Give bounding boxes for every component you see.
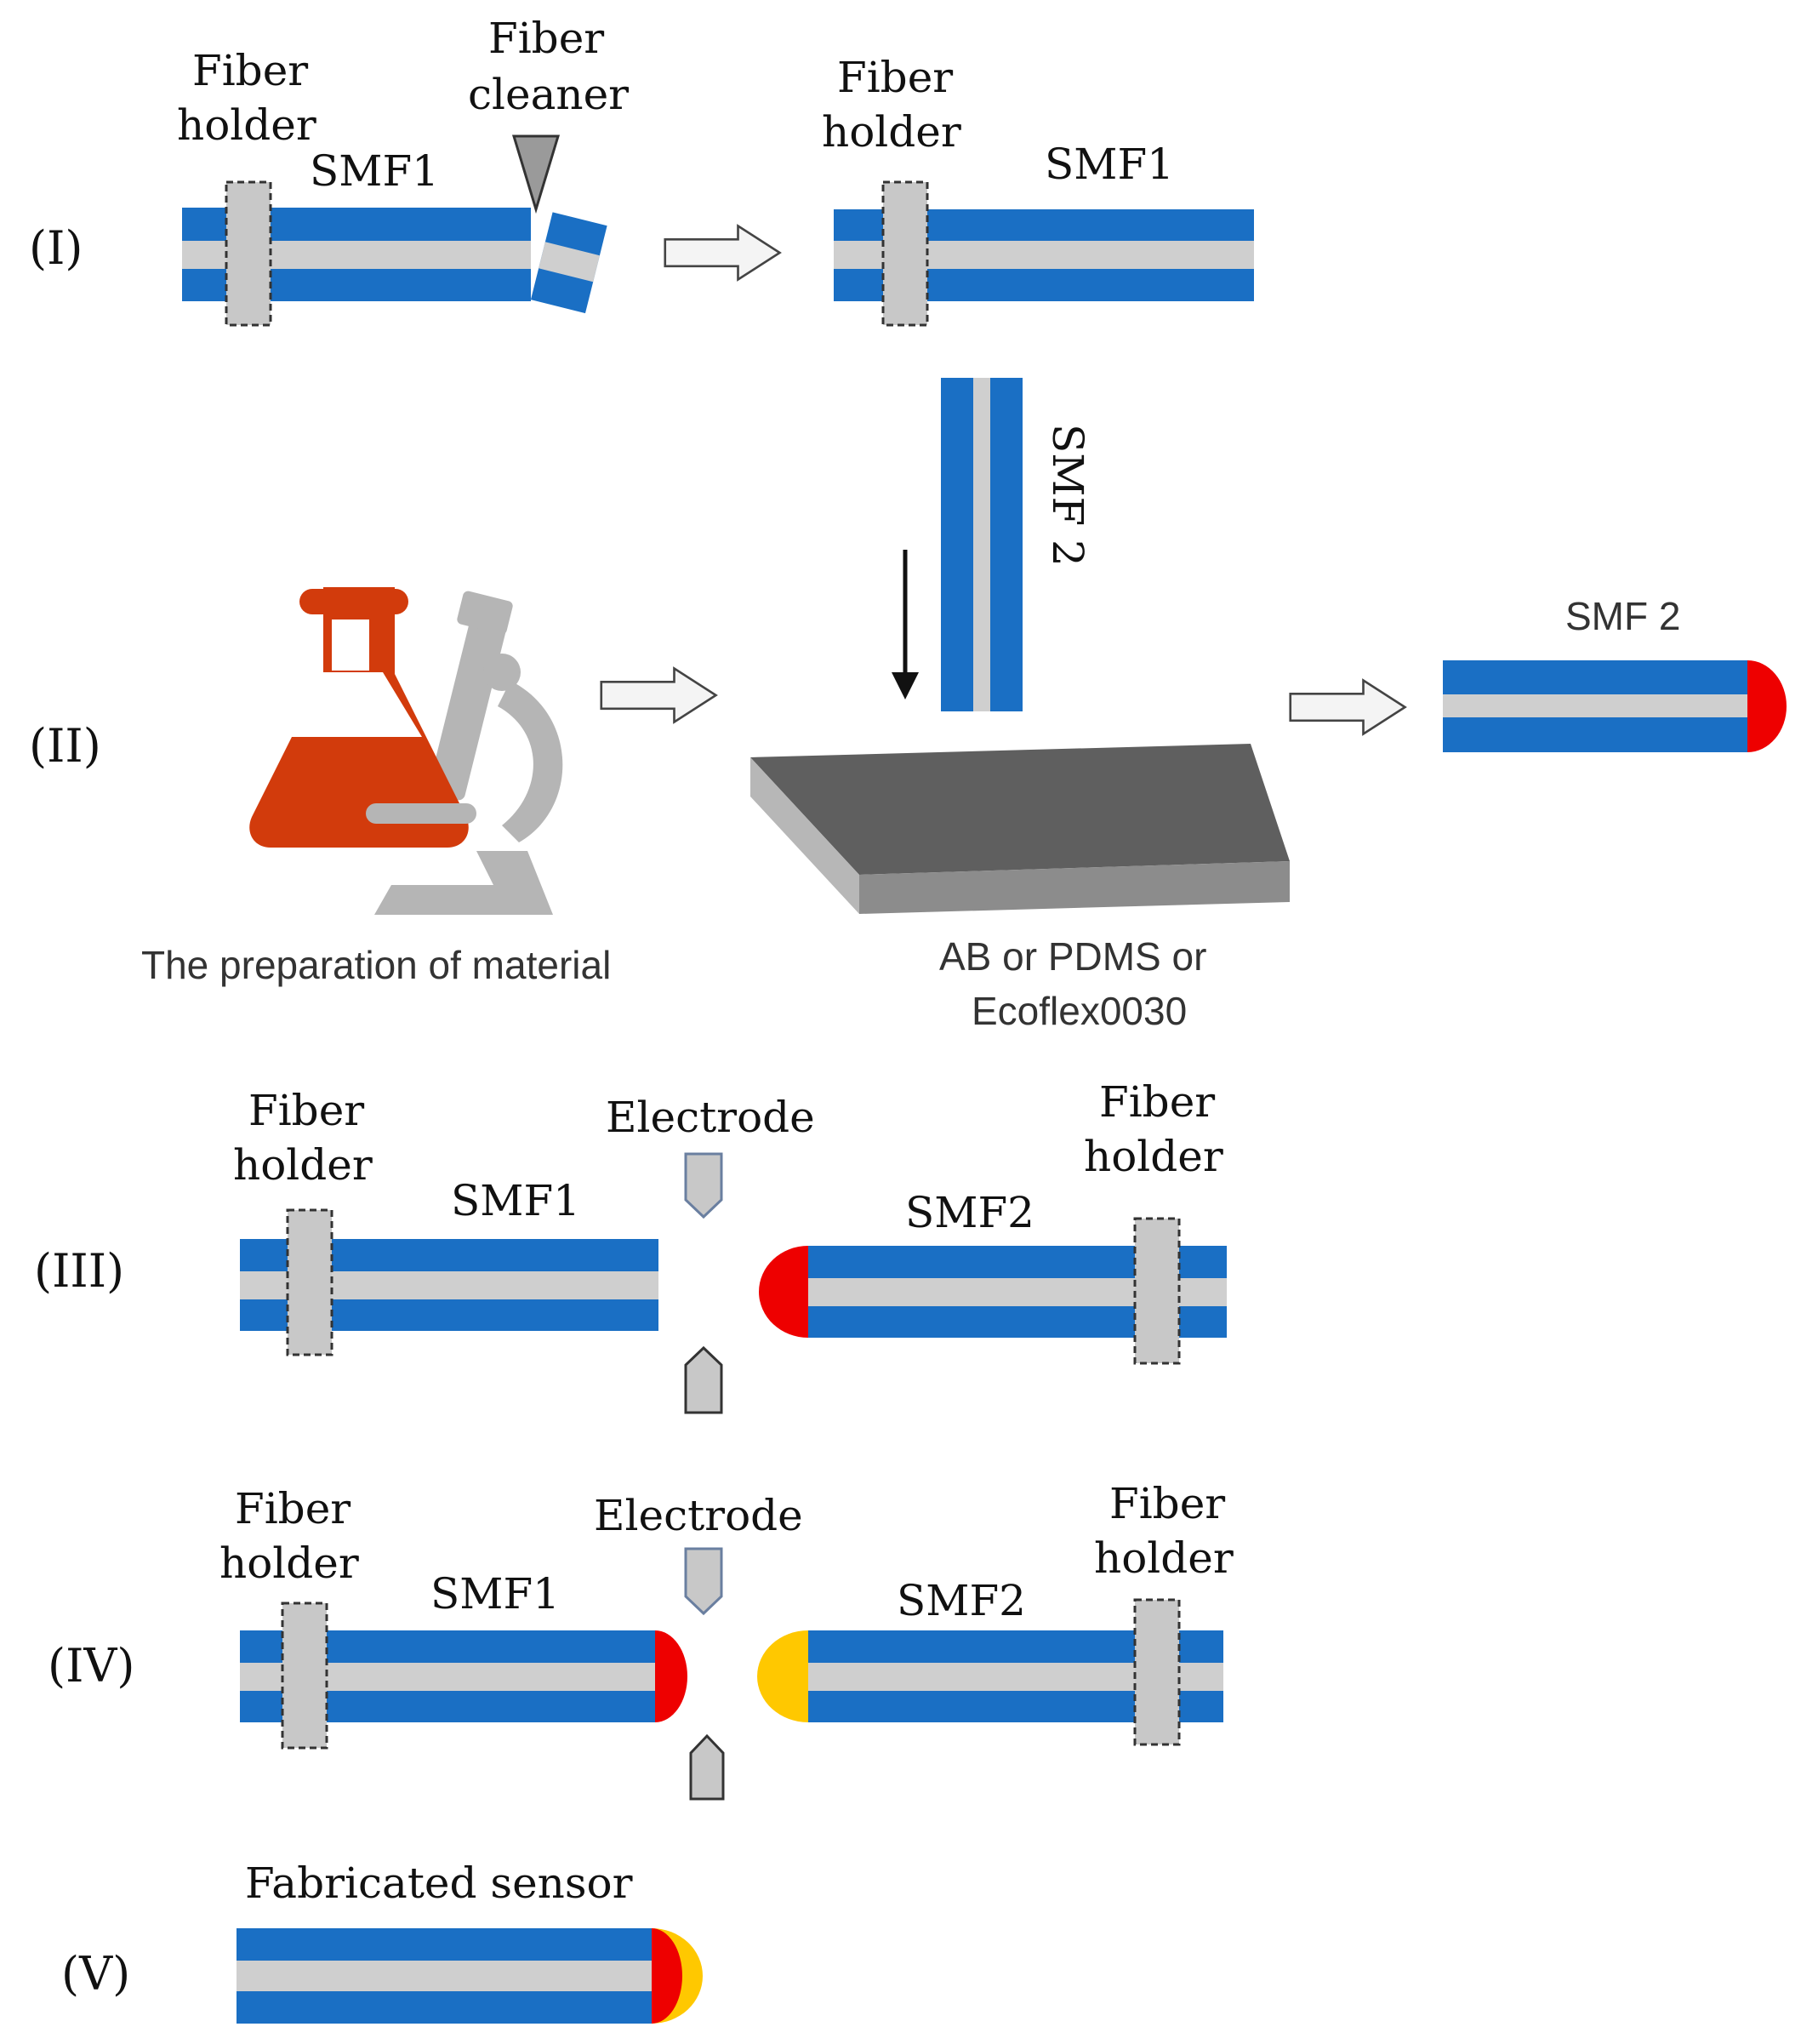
fiber-holder-label-1b: holder	[177, 100, 316, 150]
electrode-label-4: Electrode	[594, 1491, 803, 1540]
fiber-holder-5	[281, 1602, 328, 1750]
process-arrow-2	[600, 667, 717, 723]
electrode-label-3: Electrode	[606, 1093, 815, 1142]
fiber-holder-label-3b: holder	[233, 1140, 373, 1190]
fiber-holder-label-4b: holder	[1084, 1132, 1223, 1181]
down-arrow-icon	[892, 550, 919, 699]
fiber-cleaver-blade-icon	[511, 134, 561, 214]
smf2-coated-fiber	[1443, 660, 1787, 752]
electrode-tip-bottom-4	[689, 1733, 725, 1801]
smf2-label-4: SMF2	[897, 1576, 1026, 1625]
fiber-holder-label-6a: Fiber	[1109, 1479, 1225, 1528]
smf2-coated-label: SMF 2	[1565, 594, 1680, 638]
fiber-holder-2	[881, 180, 929, 327]
fiber-holder-label-6b: holder	[1094, 1533, 1234, 1583]
fiber-holder-label-2b: holder	[822, 107, 961, 157]
substrate-label-1: AB or PDMS or	[939, 934, 1206, 979]
fiber-cleaner-label-b: cleaner	[468, 70, 629, 119]
step-label-4: (IV)	[48, 1639, 134, 1693]
material-preparation-icon	[249, 587, 563, 915]
fiber-holder-1	[225, 180, 272, 327]
fiber-holder-4	[1133, 1217, 1181, 1365]
smf2-label-3: SMF2	[905, 1188, 1034, 1237]
electrode-tip-top-3	[684, 1152, 723, 1219]
fiber-holder-label-5a: Fiber	[235, 1484, 351, 1533]
step-label-2: (II)	[29, 719, 101, 773]
cleaved-fiber-fragment	[530, 212, 607, 314]
step-label-3: (III)	[34, 1244, 124, 1298]
fiber-cleaner-label-a: Fiber	[488, 14, 604, 63]
electrode-tip-top-4	[684, 1547, 723, 1616]
smf2-vertical-label: SMF 2	[1043, 424, 1092, 567]
fiber-holder-label-1a: Fiber	[192, 46, 308, 95]
fiber-holder-6	[1133, 1598, 1181, 1746]
step-label-1: (I)	[29, 221, 83, 275]
fiber-holder-label-5b: holder	[219, 1539, 359, 1588]
substrate-label-2: Ecoflex0030	[972, 989, 1187, 1033]
substrate-slab	[750, 744, 1290, 914]
fiber-holder-label-2a: Fiber	[837, 53, 953, 102]
fiber-holder-label-3a: Fiber	[248, 1086, 364, 1135]
smf1-label-2: SMF1	[1045, 140, 1174, 189]
smf1-label-3: SMF1	[451, 1176, 580, 1225]
step-label-5: (V)	[61, 1947, 130, 2001]
lab-flask-icon	[249, 587, 469, 848]
fiber-holder-label-4a: Fiber	[1099, 1077, 1215, 1127]
smf1-label-4: SMF1	[430, 1569, 560, 1619]
fabricated-sensor-label: Fabricated sensor	[245, 1858, 633, 1908]
fabricated-sensor-fiber	[237, 1928, 703, 2024]
smf2-fiber-vertical	[941, 378, 1023, 711]
electrode-tip-bottom-3	[684, 1345, 723, 1414]
process-arrow-3	[1289, 679, 1406, 735]
process-arrow-1	[664, 225, 781, 281]
smf1-label-1: SMF1	[310, 146, 439, 196]
fiber-holder-3	[286, 1208, 333, 1356]
material-preparation-label: The preparation of material	[141, 943, 611, 987]
